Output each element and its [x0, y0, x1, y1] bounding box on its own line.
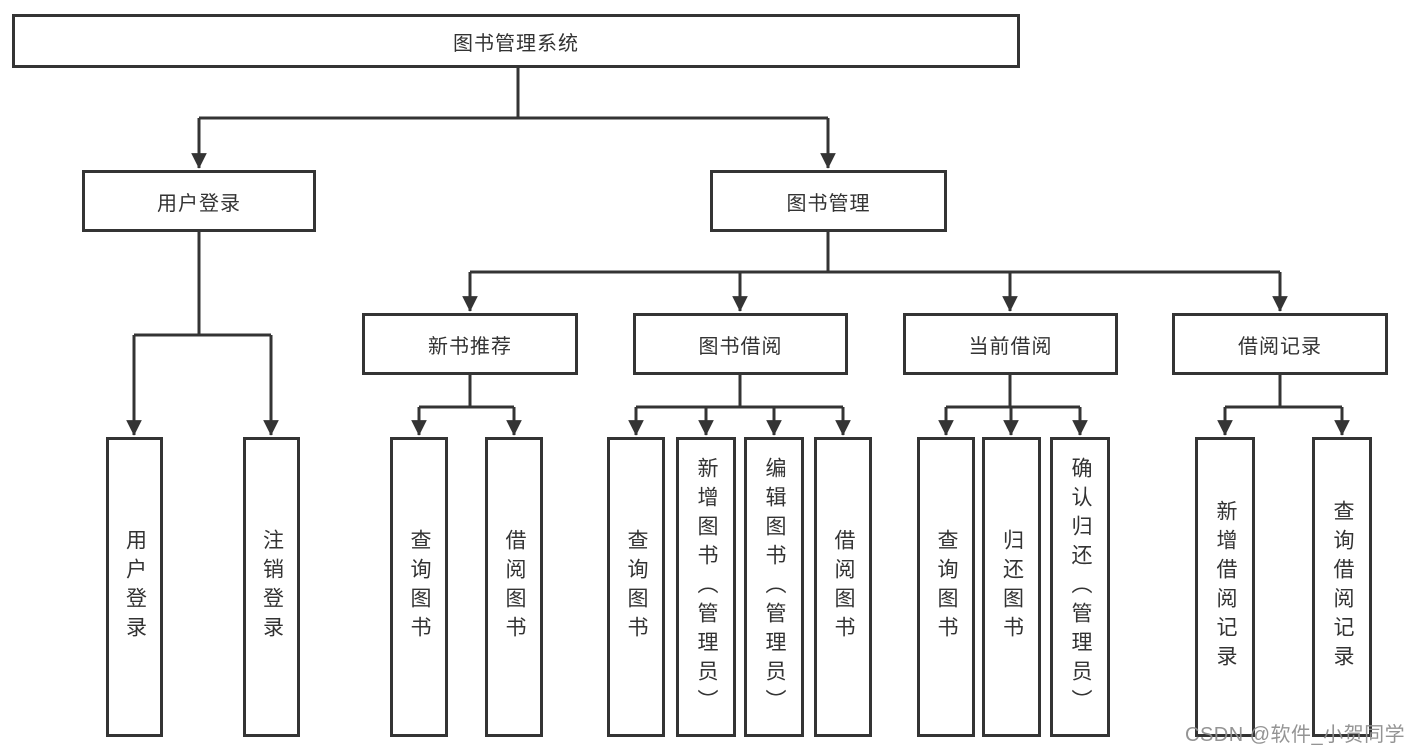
leaf-cb-return-book-label: 归还图书: [1000, 529, 1024, 645]
leaf-nb-borrow-book: 借阅图书: [485, 437, 543, 737]
leaf-cb-query-book-label: 查询图书: [935, 529, 958, 645]
leaf-bb-query-book-label: 查询图书: [625, 529, 648, 645]
leaf-bb-edit-book-admin: 编辑图书（管理员）: [744, 437, 804, 737]
wire-borrow-bus: [636, 375, 843, 409]
node-book-borrow: 图书借阅: [633, 313, 848, 375]
leaf-user-login: 用户登录: [106, 437, 163, 737]
leaf-bb-edit-book-admin-label: 编辑图书（管理员）: [763, 456, 786, 718]
wire-newbook-bus: [419, 375, 514, 409]
node-user-login: 用户登录: [82, 170, 316, 232]
leaf-bb-query-book: 查询图书: [607, 437, 665, 737]
wire-record-bus: [1225, 375, 1342, 409]
node-new-book-recommend-label: 新书推荐: [428, 335, 512, 358]
leaf-cb-confirm-return-admin: 确认归还（管理员）: [1050, 437, 1110, 737]
node-borrow-record: 借阅记录: [1172, 313, 1388, 375]
node-book-borrow-label: 图书借阅: [698, 335, 783, 358]
leaf-logout: 注销登录: [243, 437, 300, 737]
wire-root-bus: [199, 68, 828, 120]
leaf-nb-query-book-label: 查询图书: [408, 529, 431, 645]
leaf-user-login-label: 用户登录: [123, 529, 147, 645]
leaf-br-add-record-label: 新增借阅记录: [1214, 500, 1237, 674]
leaf-nb-query-book: 查询图书: [390, 437, 448, 737]
leaf-bb-borrow-book-label: 借阅图书: [832, 529, 855, 645]
wire-current-bus: [946, 375, 1080, 409]
node-book-management-label: 图书管理: [786, 192, 871, 215]
node-borrow-record-label: 借阅记录: [1238, 335, 1322, 358]
leaf-nb-borrow-book-label: 借阅图书: [503, 529, 526, 645]
leaf-cb-return-book: 归还图书: [982, 437, 1041, 737]
node-user-login-label: 用户登录: [157, 192, 241, 215]
leaf-br-query-record: 查询借阅记录: [1312, 437, 1372, 737]
wire-management-bus: [470, 232, 1280, 274]
node-root-label: 图书管理系统: [453, 32, 579, 55]
leaf-br-query-record-label: 查询借阅记录: [1331, 500, 1354, 674]
leaf-cb-query-book: 查询图书: [917, 437, 975, 737]
wire-login-bus: [134, 232, 271, 337]
leaf-cb-confirm-return-admin-label: 确认归还（管理员）: [1069, 456, 1092, 718]
node-current-borrow-label: 当前借阅: [968, 335, 1053, 358]
node-current-borrow: 当前借阅: [903, 313, 1118, 375]
watermark-text: CSDN @软件_小贺同学: [1185, 724, 1405, 746]
leaf-br-add-record: 新增借阅记录: [1195, 437, 1255, 737]
node-root: 图书管理系统: [12, 14, 1020, 68]
leaf-bb-borrow-book: 借阅图书: [814, 437, 872, 737]
leaf-logout-label: 注销登录: [260, 529, 284, 645]
node-book-management: 图书管理: [710, 170, 947, 232]
leaf-bb-add-book-admin-label: 新增图书（管理员）: [695, 456, 718, 718]
node-new-book-recommend: 新书推荐: [362, 313, 578, 375]
leaf-bb-add-book-admin: 新增图书（管理员）: [676, 437, 736, 737]
